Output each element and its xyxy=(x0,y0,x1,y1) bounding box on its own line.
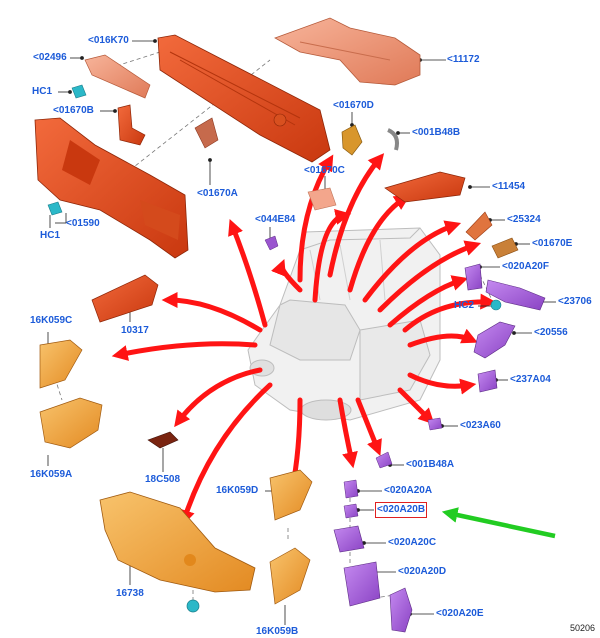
part-11454 xyxy=(384,171,466,203)
label-hc1-top: HC1 xyxy=(32,86,53,97)
part-023A60 xyxy=(427,417,443,431)
label-hc2: HC2 xyxy=(454,300,475,311)
label-001B48A: <001B48A xyxy=(406,459,455,470)
part-01590 xyxy=(34,117,189,259)
diagram-code: 50206 xyxy=(570,623,596,633)
label-16K059C: 16K059C xyxy=(30,315,73,326)
part-01670E xyxy=(491,237,519,259)
part-18C508 xyxy=(147,431,179,449)
part-237A04 xyxy=(477,369,498,393)
label-020A20C: <020A20C xyxy=(388,537,437,548)
label-10317: 10317 xyxy=(121,325,149,336)
part-16K059B xyxy=(269,547,311,605)
clip-icon xyxy=(47,201,63,216)
label-11454: <11454 xyxy=(492,181,526,192)
label-237A04: <237A04 xyxy=(510,374,551,385)
part-01670A xyxy=(194,117,219,149)
label-23706: <23706 xyxy=(558,296,592,307)
label-hc1-bottom: HC1 xyxy=(40,230,61,241)
label-01670C: <01670C xyxy=(304,165,345,176)
label-020A20B-highlighted: <020A20B xyxy=(374,502,428,518)
label-25324: <25324 xyxy=(507,214,541,225)
label-01670D: <01670D xyxy=(333,100,374,111)
clip-icon xyxy=(186,599,200,613)
part-001B48B xyxy=(387,128,399,151)
part-044E84 xyxy=(264,235,279,251)
label-02496: <02496 xyxy=(33,52,67,63)
label-18C508: 18C508 xyxy=(145,474,181,485)
part-16738 xyxy=(99,491,256,593)
part-020A20F xyxy=(464,263,483,291)
part-01670C xyxy=(307,187,337,211)
part-020A20D xyxy=(343,561,381,607)
label-11172: <11172 xyxy=(447,54,480,65)
van-outline xyxy=(247,227,441,421)
part-01670D xyxy=(341,124,363,156)
part-001B48A xyxy=(375,451,393,469)
pointer-arrow-icon xyxy=(441,507,556,539)
label-16K059A: 16K059A xyxy=(30,469,73,480)
part-016K70 xyxy=(157,34,331,163)
label-16738: 16738 xyxy=(116,588,144,599)
part-25324 xyxy=(465,211,493,241)
clip-icon xyxy=(71,84,87,99)
label-01670E: <01670E xyxy=(532,238,573,249)
part-23706 xyxy=(485,279,546,311)
part-20556 xyxy=(473,321,516,359)
part-02496 xyxy=(84,54,151,99)
label-01590: <01590 xyxy=(66,218,100,229)
label-20556: <20556 xyxy=(534,327,568,338)
part-16K059A xyxy=(39,397,103,449)
label-16K059B: 16K059B xyxy=(256,626,299,637)
label-020A20E: <020A20E xyxy=(436,608,484,619)
label-044E84: <044E84 xyxy=(255,214,296,225)
part-11172 xyxy=(274,17,421,86)
label-16K059D: 16K059D xyxy=(216,485,259,496)
part-020A20E xyxy=(389,587,413,633)
part-16K059D xyxy=(269,469,313,521)
part-16K059C xyxy=(39,339,83,389)
part-10317 xyxy=(91,274,159,323)
part-020A20C xyxy=(333,525,365,553)
part-020A20A xyxy=(343,479,359,499)
label-016K70: <016K70 xyxy=(88,35,129,46)
label-01670B: <01670B xyxy=(53,105,94,116)
label-020A20D: <020A20D xyxy=(398,566,447,577)
part-020A20B xyxy=(343,503,359,519)
label-020A20F: <020A20F xyxy=(502,261,549,272)
clip-icon xyxy=(490,299,502,311)
label-023A60: <023A60 xyxy=(460,420,501,431)
part-01670B xyxy=(117,104,146,146)
label-001B48B: <001B48B xyxy=(412,127,461,138)
label-020A20A: <020A20A xyxy=(384,485,433,496)
label-01670A: <01670A xyxy=(197,188,238,199)
